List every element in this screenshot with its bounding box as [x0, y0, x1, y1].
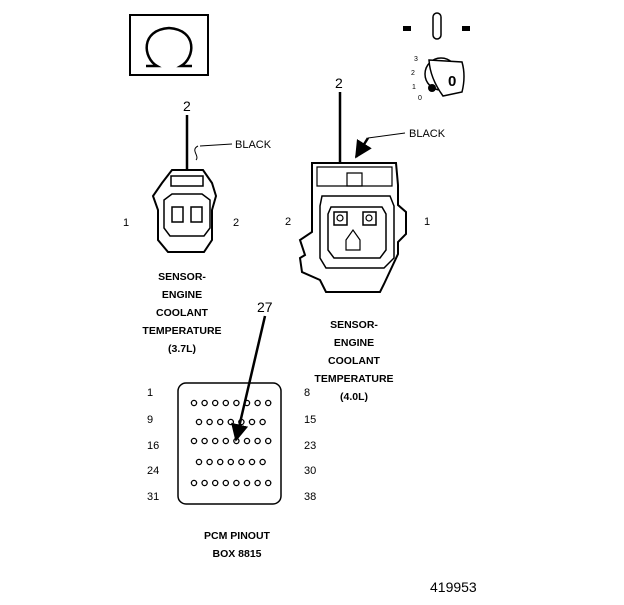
- pcm-pin-cavity: [238, 458, 245, 466]
- pcm-pin-cavity: [195, 458, 203, 466]
- pcm-right-pin-row2: 15: [304, 414, 316, 426]
- pcm-pin-cavity: [264, 399, 272, 407]
- pcm-left-pin-row3: 16: [147, 440, 159, 452]
- pcm-caption-line2: BOX 8815: [212, 548, 261, 560]
- ignition-slot-icon: [432, 12, 442, 40]
- pcm-pin-cavity: [264, 437, 272, 445]
- key-head-icon: [428, 59, 465, 97]
- pcm-pin-cavity: [243, 437, 251, 445]
- caption-3-7l-line2: ENGINE: [162, 289, 202, 301]
- terminal-1-3-7l: [171, 206, 184, 223]
- pin-left-4-0l: 2: [285, 216, 291, 228]
- pcm-pin-cavity: [216, 458, 224, 466]
- pcm-pin-cavity: [190, 437, 198, 445]
- callout-3-7l: 2: [183, 98, 191, 114]
- ignition-key-icon: 3 2 1 0 0: [403, 12, 470, 102]
- connector-body-3-7l: [151, 169, 218, 253]
- polarizing-key-icon: [345, 228, 361, 251]
- pcm-right-pin-row1: 8: [304, 387, 310, 399]
- pcm-caption-line1: PCM PINOUT: [204, 530, 271, 542]
- pcm-pin-cavity: [222, 399, 230, 407]
- pcm-left-pin-row5: 31: [147, 491, 159, 503]
- pcm-pin-cavity: [227, 458, 235, 466]
- pin-right-3-7l: 2: [233, 217, 239, 229]
- pcm-pin-cavity: [201, 479, 208, 487]
- caption-4-0l-line2: ENGINE: [334, 337, 374, 349]
- pcm-pin-cavity: [243, 399, 251, 407]
- pcm-pin-cavity: [259, 418, 266, 426]
- ignition-pos-3: 3: [414, 56, 418, 63]
- pcm-pin-cavity: [222, 479, 230, 487]
- pcm-pin-cavity: [190, 399, 198, 407]
- pcm-pin-cavity: [248, 458, 256, 466]
- pcm-pin-cavity: [233, 479, 240, 487]
- pcm-right-pin-row3: 23: [304, 440, 316, 452]
- pcm-pin-cavity: [238, 418, 245, 426]
- caption-4-0l-line4: TEMPERATURE: [314, 373, 393, 385]
- pcm-left-pin-row1: 1: [147, 387, 153, 399]
- pcm-pin-cavity: [233, 437, 240, 445]
- caption-3-7l-line5: (3.7L): [168, 343, 196, 355]
- pcm-pin-cavity: [222, 437, 230, 445]
- pcm-pin-cavity: [254, 479, 261, 487]
- caption-4-0l-line5: (4.0L): [340, 391, 368, 403]
- callout-4-0l: 2: [335, 75, 343, 91]
- caption-4-0l-line1: SENSOR-: [330, 319, 378, 331]
- pcm-right-pin-row4: 30: [304, 465, 316, 477]
- wire-color-3-7l: BLACK: [235, 139, 272, 151]
- ohmmeter-icon: [129, 14, 209, 76]
- pin-left-3-7l: 1: [123, 217, 129, 229]
- wire-color-4-0l: BLACK: [409, 128, 446, 140]
- pcm-pin-cavity: [195, 418, 203, 426]
- pcm-pin-cavity: [201, 437, 208, 445]
- pcm-pin-cavity: [243, 479, 251, 487]
- pcm-pin-cavity: [254, 399, 261, 407]
- caption-3-7l-line1: SENSOR-: [158, 271, 206, 283]
- pcm-pin-grid: [190, 399, 272, 487]
- pcm-left-pin-row2: 9: [147, 414, 153, 426]
- pcm-pin-cavity: [254, 437, 261, 445]
- terminal-1-4-0l: [362, 211, 377, 226]
- pcm-pin-cavity: [248, 418, 256, 426]
- ignition-marker-right-icon: [462, 26, 470, 31]
- pcm-pin-cavity: [216, 418, 224, 426]
- ignition-pos-2: 2: [411, 70, 415, 77]
- pcm-pinout-box: 27 1 9 16 24 31 8 15 23 30 38 PCM PINOUT…: [147, 299, 316, 560]
- caption-3-7l-line3: COOLANT: [156, 307, 208, 319]
- pcm-pin-cavity: [233, 399, 240, 407]
- pcm-right-pin-row5: 38: [304, 491, 316, 503]
- pcm-pin-cavity: [201, 399, 208, 407]
- figure-number: 419953: [430, 579, 477, 595]
- ignition-pos-1: 1: [412, 84, 416, 91]
- caption-3-7l: SENSOR- ENGINE COOLANT TEMPERATURE (3.7L…: [142, 271, 221, 355]
- ignition-pos-0: 0: [418, 95, 422, 102]
- caption-3-7l-line4: TEMPERATURE: [142, 325, 221, 337]
- pcm-box-outline: [177, 382, 282, 505]
- pin-right-4-0l: 1: [424, 216, 430, 228]
- terminal-2-3-7l: [190, 206, 203, 223]
- terminal-2-4-0l: [333, 211, 348, 226]
- ignition-marker-left-icon: [403, 26, 411, 31]
- pcm-pin-cavity: [211, 479, 219, 487]
- pcm-pin-cavity: [264, 479, 272, 487]
- caption-4-0l-line3: COOLANT: [328, 355, 380, 367]
- pcm-left-pin-row4: 24: [147, 465, 159, 477]
- pcm-pin-cavity: [211, 399, 219, 407]
- connector-4-0l: 2 BLACK 2 1 SENSOR- ENGINE COOLANT TEMPE…: [285, 75, 446, 403]
- connector-3-7l: 2 BLACK 1 2 SENSOR- ENGINE COOLANT TEMPE…: [123, 98, 272, 355]
- caption-4-0l: SENSOR- ENGINE COOLANT TEMPERATURE (4.0L…: [314, 319, 393, 403]
- pcm-pin-cavity: [227, 418, 235, 426]
- key-glyph: 0: [448, 73, 456, 90]
- pcm-pin-cavity: [190, 479, 198, 487]
- pcm-pin-cavity: [206, 458, 213, 466]
- callout-pcm: 27: [257, 299, 273, 315]
- pcm-pin-cavity: [206, 418, 213, 426]
- connector-body-4-0l: [298, 162, 407, 293]
- pcm-pin-cavity: [211, 437, 219, 445]
- pcm-pin-cavity: [259, 458, 266, 466]
